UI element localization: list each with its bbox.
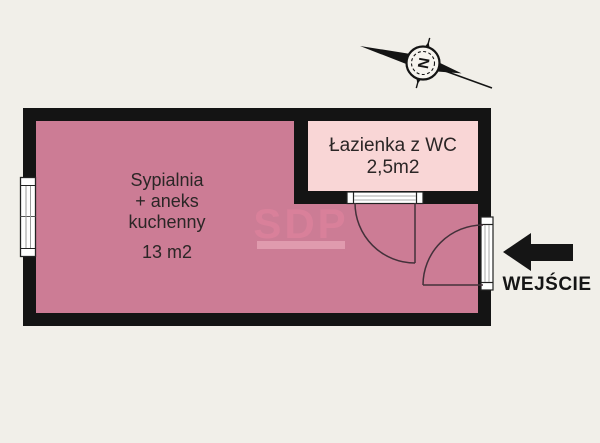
main-room-area: 13 m2 — [142, 242, 192, 262]
bathroom-name: Łazienka z WC — [329, 135, 457, 156]
entrance-label: WEJŚCIE — [502, 273, 591, 295]
compass-inner-ring — [410, 50, 436, 76]
compass-icon: N — [360, 37, 493, 89]
bathroom-floor — [308, 121, 478, 191]
wall-bottom — [23, 313, 491, 326]
entrance-marker: WEJŚCIE — [502, 233, 591, 295]
main-room-name-line1: Sypialnia — [130, 170, 204, 190]
compass-north-letter: N — [414, 56, 433, 70]
entrance-door-symbol — [480, 216, 494, 291]
wall-bathroom-vertical — [294, 108, 308, 204]
bathroom-area: 2,5m2 — [367, 157, 420, 178]
watermark-subline — [257, 241, 345, 249]
window-symbol — [19, 176, 37, 258]
watermark: SDP — [253, 200, 348, 249]
bathroom-door-symbol — [346, 191, 424, 205]
watermark-text: SDP — [253, 200, 348, 247]
entrance-door-arc — [422, 224, 484, 286]
bathroom-label: Łazienka z WC 2,5m2 — [329, 135, 457, 178]
bathroom-door-swing — [354, 202, 416, 264]
entrance-door-swing — [422, 224, 484, 286]
wall-top — [23, 108, 491, 121]
bathroom-door-arc — [354, 202, 416, 264]
main-room-name-line2: + aneks — [135, 191, 199, 211]
main-room-name-line3: kuchenny — [128, 212, 205, 232]
main-room-label: Sypialnia + aneks kuchenny 13 m2 — [128, 170, 205, 262]
entrance-arrow-icon — [503, 233, 573, 271]
